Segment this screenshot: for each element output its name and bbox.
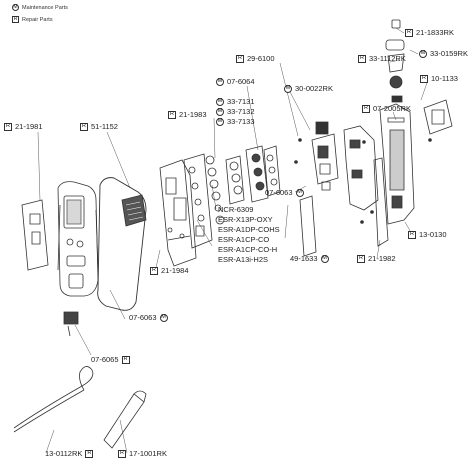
bottom-port-part bbox=[64, 312, 78, 336]
rear-frame-part bbox=[344, 126, 388, 246]
strap-part bbox=[14, 366, 93, 432]
label-51-1152: R 51-1152 bbox=[80, 122, 118, 131]
label-07-2005rk: R 07-2005RK bbox=[362, 104, 411, 113]
sensors-part bbox=[206, 156, 224, 224]
label-esr-a1cp-co-h: ESR-A1CP-CO-H bbox=[218, 245, 278, 254]
label-13-0112rk: 13-0112RK R bbox=[45, 449, 94, 458]
maintenance-badge: M bbox=[12, 4, 19, 11]
sensor-board-part bbox=[184, 154, 212, 248]
sensor-part-stack: NCR-6309 ESR-X13P-OXY ESR-A1DP-COHS ESR-… bbox=[218, 205, 280, 264]
label-33-7132: M 33-7132 bbox=[216, 107, 255, 116]
clip-part bbox=[300, 182, 330, 256]
faceplate-part bbox=[22, 200, 48, 270]
label-esr-a13i-h2s: ESR-A13i-H2S bbox=[218, 255, 269, 264]
label-13-0130: R 13-0130 bbox=[408, 230, 447, 239]
label-21-1833rk: R 21-1833RK bbox=[405, 28, 454, 37]
label-29-6100: R 29-6100 bbox=[236, 54, 275, 63]
label-21-1981: R 21-1981 bbox=[4, 122, 43, 131]
label-17-1001rk: R 17-1001RK bbox=[118, 449, 167, 458]
rear-housing-part bbox=[380, 104, 414, 224]
front-case-part bbox=[58, 182, 98, 296]
legend-repair-text: Repair Parts bbox=[22, 16, 53, 23]
filter-part-stack: M 33-7131 M 33-7132 M 33-7133 bbox=[216, 97, 255, 126]
label-30-0022rk: M 30-0022RK bbox=[284, 84, 333, 93]
inlet-cap-part bbox=[386, 20, 404, 102]
label-esr-a1dp-cohs: ESR-A1DP-COHS bbox=[218, 225, 280, 234]
label-esr-a1cp-co: ESR-A1CP-CO bbox=[218, 235, 270, 244]
label-esr-x13p-oxy: ESR-X13P-OXY bbox=[218, 215, 273, 224]
pump-part bbox=[312, 122, 338, 184]
legend-maintenance-text: Maintenance Parts bbox=[22, 4, 68, 11]
label-21-1982: R 21-1982 bbox=[357, 254, 396, 263]
screws-part bbox=[295, 139, 432, 224]
label-33-0159rk: M 33-0159RK bbox=[419, 49, 468, 58]
belt-clip-part bbox=[424, 100, 452, 134]
label-10-1133: R 10-1133 bbox=[420, 74, 458, 83]
label-07-6063-bottom: 07-6063 M bbox=[129, 313, 168, 322]
label-33-7133: M 33-7133 bbox=[216, 117, 255, 126]
label-33-1112rk: R 33-1112RK bbox=[358, 54, 406, 63]
label-07-6065: 07-6065 R bbox=[91, 355, 130, 364]
label-21-1984: R 21-1984 bbox=[150, 266, 189, 275]
gasket-part bbox=[98, 178, 146, 311]
legend-repair: R Repair Parts bbox=[12, 16, 53, 23]
label-ncr-6309: NCR-6309 bbox=[218, 205, 254, 214]
label-49-1633: 49-1633 M bbox=[290, 254, 329, 263]
label-33-7131: M 33-7131 bbox=[216, 97, 255, 106]
filter-pad-part bbox=[122, 195, 146, 226]
probe-tube-part bbox=[104, 391, 146, 448]
label-21-1983: R 21-1983 bbox=[168, 110, 207, 119]
legend-maintenance: M Maintenance Parts bbox=[12, 4, 68, 11]
label-07-6064: M 07-6064 bbox=[216, 77, 255, 86]
main-pcb-part bbox=[160, 160, 196, 266]
filter-rings-part bbox=[226, 146, 280, 204]
label-07-6063-top: 07-6063 M bbox=[265, 188, 304, 197]
repair-badge: R bbox=[12, 16, 19, 23]
